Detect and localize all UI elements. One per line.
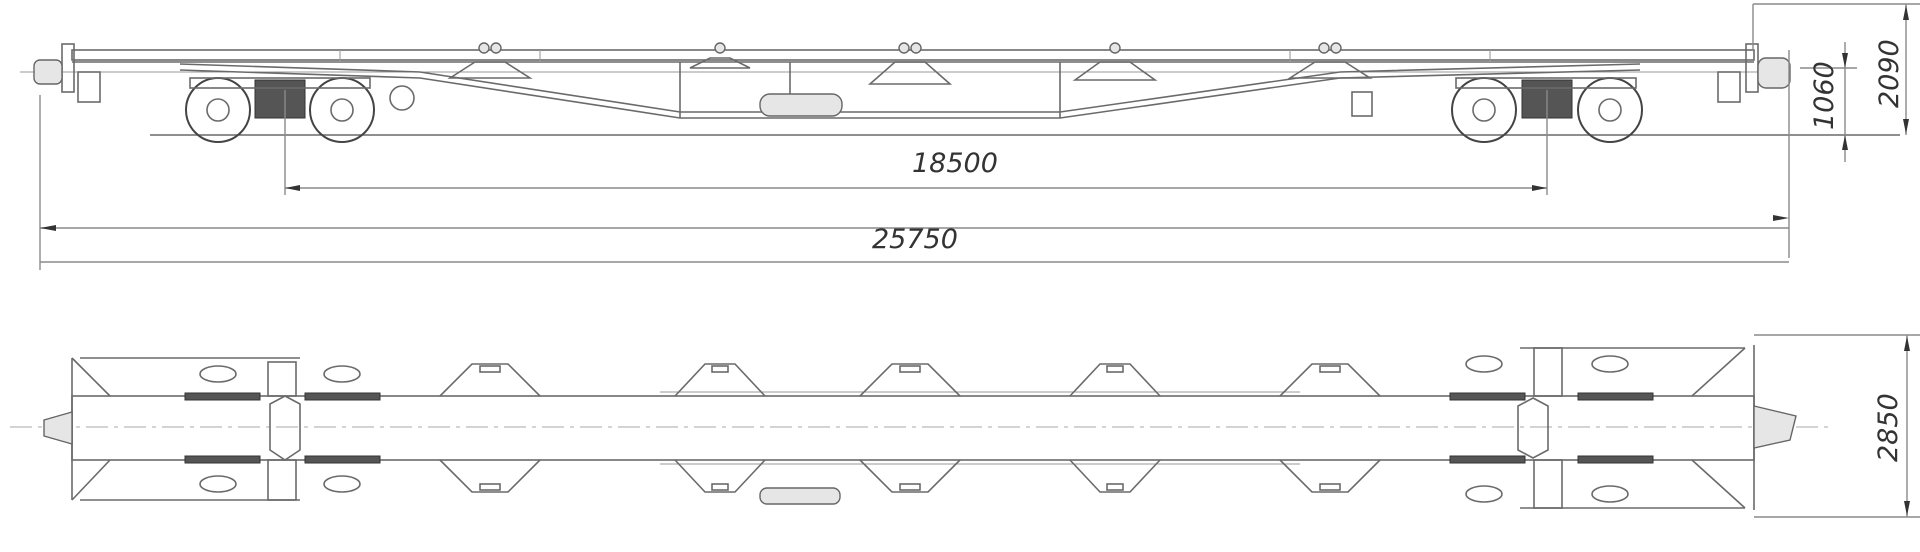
air-reservoir xyxy=(759,93,843,117)
bogie-right xyxy=(1351,77,1643,143)
dimension-1060: 1060 xyxy=(1800,42,1857,162)
dimension-2090: 2090 xyxy=(1752,3,1920,135)
dimension-2850: 2850 xyxy=(1754,334,1920,518)
top-view: 2850 xyxy=(10,334,1920,518)
side-view: 18500 25750 2090 1060 xyxy=(20,3,1920,270)
wagon-frame xyxy=(61,43,1759,119)
coupler-left-top xyxy=(43,411,73,445)
coupler-right xyxy=(1757,57,1791,89)
dimension-18500: 18500 xyxy=(284,90,1548,195)
dim-label-height: 2090 xyxy=(1874,39,1905,108)
air-reservoir-top xyxy=(759,487,841,505)
coupler-left xyxy=(33,59,63,85)
dimension-25750: 25750 xyxy=(39,50,1790,270)
bogie-left xyxy=(185,77,415,143)
bogie-right-top xyxy=(1449,347,1654,509)
cross-bearers xyxy=(439,363,1381,493)
dim-label-coupler-height: 1060 xyxy=(1809,61,1840,130)
dim-label-length: 25750 xyxy=(872,224,958,255)
bogie-left-top xyxy=(184,361,381,501)
dim-label-bogie-centers: 18500 xyxy=(912,148,998,179)
container-saddles xyxy=(447,42,1373,85)
dim-label-width: 2850 xyxy=(1873,393,1904,462)
coupler-right-top xyxy=(1753,405,1797,449)
